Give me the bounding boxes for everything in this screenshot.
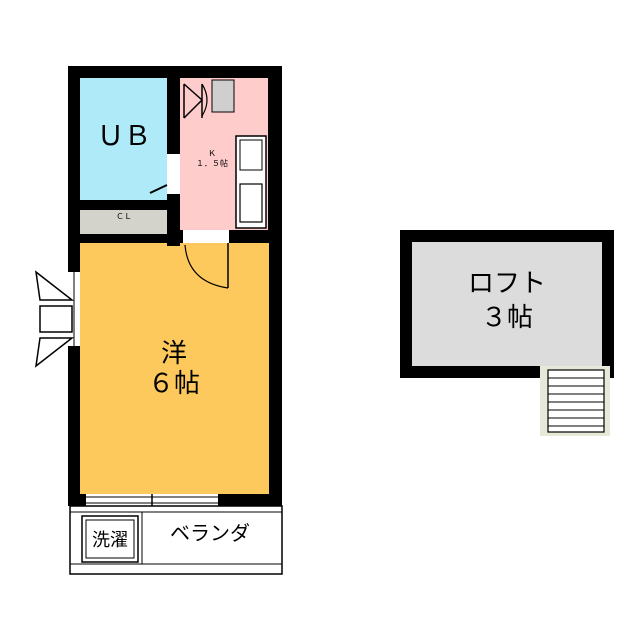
western-room	[80, 243, 269, 494]
kitchen-sink	[239, 183, 263, 223]
kitchen-label-line2: １．５帖	[196, 158, 228, 168]
unit-bath-room	[80, 78, 167, 200]
stair-treads	[548, 377, 604, 427]
bath-door-opening	[167, 154, 180, 194]
entrance-door-arc	[184, 244, 229, 289]
unit-bath-label: ＵＢ	[97, 121, 151, 152]
kitchen-door-arc	[201, 83, 208, 117]
western-label-line1: 洋	[161, 339, 187, 369]
bath-door-swing	[149, 184, 168, 194]
laundry-pan-inner	[85, 519, 135, 559]
laundry-label: 洗濯	[92, 530, 128, 551]
kitchen-label-line1: Ｋ	[208, 149, 216, 158]
refrigerator-space	[211, 79, 235, 113]
window-shutter-mid	[39, 305, 73, 333]
closet-area	[80, 210, 167, 234]
window-shutter-top	[34, 270, 75, 301]
window-shutter-bottom	[34, 337, 75, 368]
loft-stair-inner	[547, 369, 605, 433]
loft-room	[412, 242, 602, 366]
kitchen-stove	[239, 139, 263, 171]
kitchen-door-icon	[183, 83, 204, 119]
laundry-pan	[81, 515, 139, 563]
loft-label-line1: ロフト	[468, 269, 546, 299]
balcony-label: ベランダ	[170, 521, 250, 545]
western-label-line2: ６帖	[148, 369, 200, 399]
entrance-door-opening	[183, 230, 229, 243]
wall-bath-closet	[80, 200, 167, 210]
closet-label: ＣＬ	[116, 212, 132, 221]
loft-label-line2: ３帖	[481, 303, 533, 333]
